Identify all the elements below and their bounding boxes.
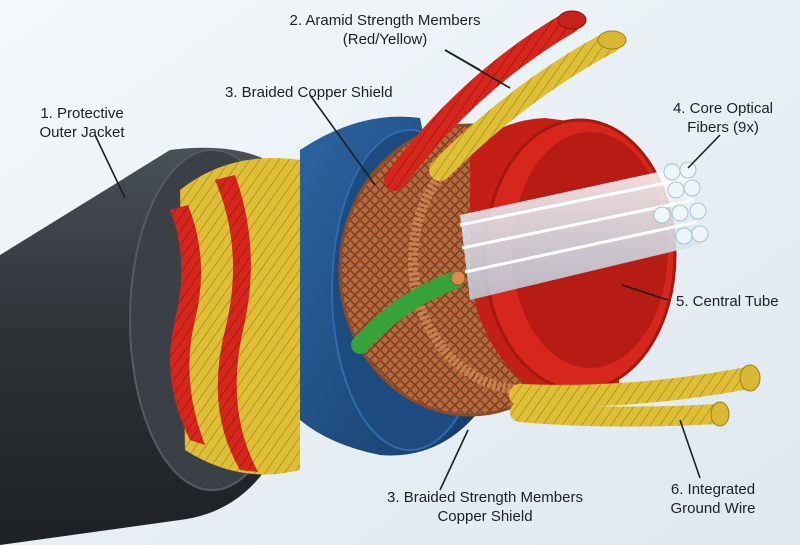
label-aramid-line2: (Red/Yellow) [342, 31, 428, 48]
label-outer-jacket: 1. Protective Outer Jacket [20, 104, 144, 142]
label-outer-jacket-line1: 1. Protective [40, 105, 124, 122]
label-core-optical-fibers: 4. Core Optical Fibers (9x) [660, 99, 786, 137]
integrated-ground-wire [351, 271, 464, 354]
core-optical-fibers [459, 161, 709, 300]
label-ground-wire-line1: 6. Integrated [670, 481, 756, 498]
label-copper-shield-line1: 3. Braided Copper Shield [225, 84, 393, 101]
leader-copper-shield [309, 94, 376, 186]
leader-ground-wire [679, 419, 701, 479]
label-braided-strength-members: 3. Braided Strength Members Copper Shiel… [375, 488, 595, 526]
label-central-tube-line1: 5. Central Tube [676, 293, 779, 310]
label-central-tube: 5. Central Tube [676, 292, 779, 311]
label-optical-fibers-line1: 4. Core Optical [672, 100, 774, 117]
leader-central-tube [621, 284, 669, 301]
protruding-aramid-strands [384, 10, 627, 191]
protruding-ground-strands [509, 364, 761, 427]
leader-outer-jacket [94, 134, 126, 199]
callout-leader-lines [94, 49, 721, 491]
leader-aramid-yellow [444, 49, 511, 89]
leader-braided-strength [439, 429, 469, 491]
ground-wire-copper-core [450, 270, 466, 286]
label-braided-strength-line2: Copper Shield [437, 508, 533, 525]
leader-optical-fibers [687, 134, 721, 169]
label-integrated-ground-wire: 6. Integrated Ground Wire [655, 480, 771, 518]
label-optical-fibers-line2: Fibers (9x) [687, 119, 759, 136]
label-braided-strength-line1: 3. Braided Strength Members [387, 489, 583, 506]
aramid-wrap-layer [170, 158, 300, 475]
label-outer-jacket-line2: Outer Jacket [39, 124, 125, 141]
label-aramid-line1: 2. Aramid Strength Members [289, 12, 481, 29]
label-braided-copper-shield: 3. Braided Copper Shield [225, 83, 393, 102]
label-ground-wire-line2: Ground Wire [670, 500, 756, 517]
label-aramid-strength-members: 2. Aramid Strength Members (Red/Yellow) [270, 11, 500, 49]
